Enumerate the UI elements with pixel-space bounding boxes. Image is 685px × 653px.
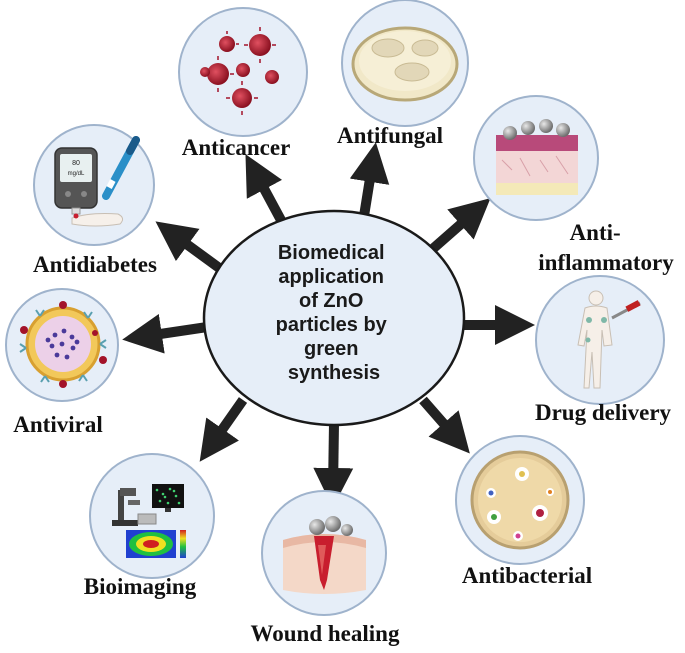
center-line-4: particles by: [276, 314, 388, 336]
arrow-anticancer: [245, 154, 287, 225]
center-line-5: green: [304, 338, 358, 360]
virus-particle-icon: [19, 301, 107, 388]
cancer-cells-icon: [200, 27, 279, 115]
glucometer-unit: mg/dL: [68, 171, 85, 177]
glucometer-insulin-pen-icon: 80 mg/dL: [54, 136, 140, 227]
svg-text:Anti- inflammatory: Anti- inflammatory: [538, 220, 674, 275]
human-injection-icon: [577, 290, 641, 389]
arrow-bioimaging: [199, 397, 248, 462]
microscope-imaging-icon: [112, 484, 186, 558]
label-anti-inflammatory-line-1: Anti-: [570, 220, 621, 245]
label-antidiabetes: Antidiabetes: [33, 252, 157, 277]
label-bioimaging: Bioimaging: [84, 574, 197, 599]
skin-wound-icon: [283, 516, 366, 594]
arrow-antiviral: [122, 313, 215, 354]
node-antifungal: Antifungal: [337, 0, 469, 148]
label-wound-healing: Wound healing: [251, 621, 400, 646]
label-antibacterial: Antibacterial: [462, 563, 592, 588]
node-antidiabetes: 80 mg/dL Antidiabetes: [33, 124, 157, 277]
arrow-antibacterial: [419, 396, 470, 454]
petri-dish-fungi-icon: [351, 26, 459, 102]
node-bioimaging: Bioimaging: [84, 453, 215, 599]
node-anticancer: Anticancer: [178, 7, 308, 160]
node-anti-inflammatory: Anti- inflammatory: [473, 95, 674, 275]
node-drug-delivery: Drug delivery: [535, 275, 672, 425]
label-anti-inflammatory-line-2: inflammatory: [538, 250, 674, 275]
center-line-3: of ZnO: [299, 290, 363, 312]
label-anticancer: Anticancer: [182, 135, 291, 160]
label-antiviral: Antiviral: [13, 412, 102, 437]
svg-text:Biomedical application: Biomedical application of ZnO particles …: [276, 242, 393, 384]
center-node: Biomedical application of ZnO particles …: [202, 209, 466, 427]
arrow-wound-healing: [313, 422, 354, 508]
label-antifungal: Antifungal: [337, 123, 443, 148]
arrow-antidiabetes: [155, 221, 225, 275]
bacterial-plate-icon: [470, 450, 570, 550]
arrows: [122, 142, 535, 508]
center-line-6: synthesis: [288, 362, 380, 384]
arrow-anti-inflammatory: [424, 198, 491, 257]
node-antiviral: Antiviral: [5, 288, 119, 437]
skin-tissue-icon: [496, 119, 578, 195]
glucometer-reading: 80: [72, 160, 80, 167]
node-antibacterial: Antibacterial: [455, 435, 592, 588]
node-wound-healing: Wound healing: [251, 490, 400, 646]
center-line-2: application: [278, 266, 384, 288]
arrow-antifungal: [349, 142, 390, 217]
label-drug-delivery: Drug delivery: [535, 400, 672, 425]
center-line-1: Biomedical: [278, 242, 385, 264]
